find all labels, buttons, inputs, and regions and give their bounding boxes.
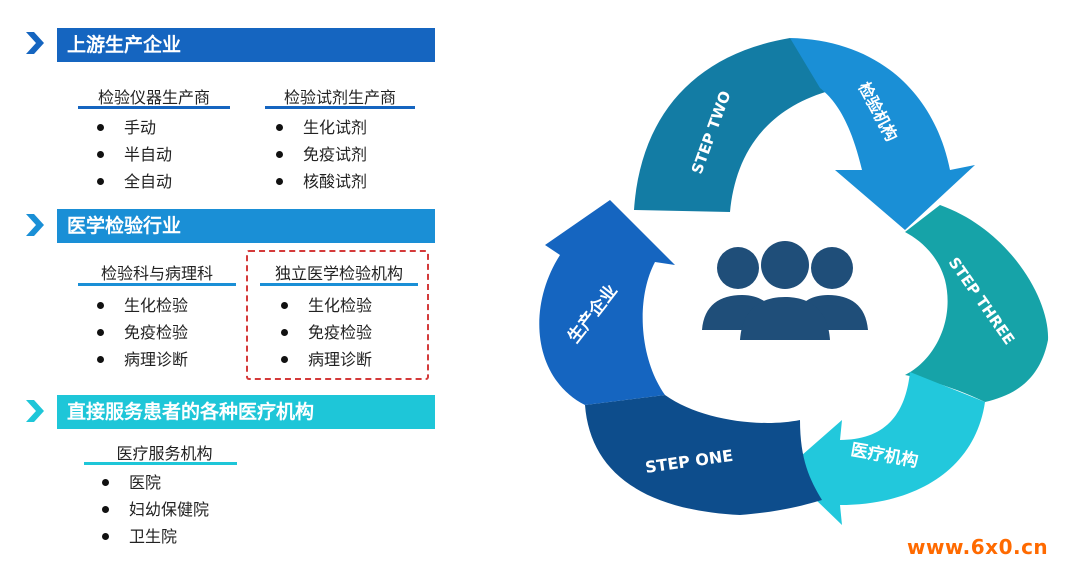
list-item: 全自动 (94, 168, 172, 195)
group-heading: 医疗服务机构 (116, 444, 213, 463)
highlight-box (246, 250, 429, 380)
list-item: 手动 (94, 114, 172, 141)
list-item: 病理诊断 (278, 346, 372, 373)
heading-underline (84, 462, 237, 465)
group-heading: 独立医学检验机构 (274, 264, 403, 283)
segment-step-one (585, 395, 822, 515)
segment-producer (539, 200, 675, 405)
section-title-testing-industry: 医学检验行业 (57, 209, 435, 243)
segment-step-three (905, 205, 1049, 402)
list-item: 生化检验 (94, 292, 188, 319)
bullet-list: 生化检验 免疫检验 病理诊断 (94, 292, 188, 373)
people-group-icon (702, 241, 868, 340)
chevron-right-icon (26, 214, 44, 236)
group-heading: 检验试剂生产商 (283, 88, 396, 107)
segment-step-two (634, 38, 832, 212)
heading-underline (260, 283, 418, 286)
bullet-list: 手动 半自动 全自动 (94, 114, 172, 195)
group-heading: 检验科与病理科 (100, 264, 213, 283)
bullet-list: 生化检验 免疫检验 病理诊断 (278, 292, 372, 373)
watermark: www.6x0.cn (907, 535, 1049, 559)
list-item: 医院 (99, 469, 209, 496)
chevron-right-icon (26, 32, 44, 54)
list-item: 生化检验 (278, 292, 372, 319)
group-heading: 检验仪器生产商 (97, 88, 210, 107)
list-item: 卫生院 (99, 523, 209, 550)
list-item: 免疫检验 (94, 319, 188, 346)
bullet-list: 生化试剂 免疫试剂 核酸试剂 (273, 114, 367, 195)
list-item: 免疫检验 (278, 319, 372, 346)
segment-medical-institution (785, 372, 985, 525)
heading-underline (78, 106, 230, 109)
cycle-diagram: STEP TWO 检验机构 STEP THREE 医疗机构 STEP ONE 生… (539, 38, 1049, 525)
list-item: 生化试剂 (273, 114, 367, 141)
section-title-medical-institutions: 直接服务患者的各种医疗机构 (57, 395, 435, 429)
segment-inspection-institution (790, 38, 975, 230)
list-item: 病理诊断 (94, 346, 188, 373)
bullet-list: 医院 妇幼保健院 卫生院 (99, 469, 209, 550)
list-item: 核酸试剂 (273, 168, 367, 195)
list-item: 免疫试剂 (273, 141, 367, 168)
list-item: 妇幼保健院 (99, 496, 209, 523)
heading-underline (78, 283, 236, 286)
heading-underline (265, 106, 415, 109)
chevron-right-icon (26, 400, 44, 422)
section-title-upstream: 上游生产企业 (57, 28, 435, 62)
list-item: 半自动 (94, 141, 172, 168)
